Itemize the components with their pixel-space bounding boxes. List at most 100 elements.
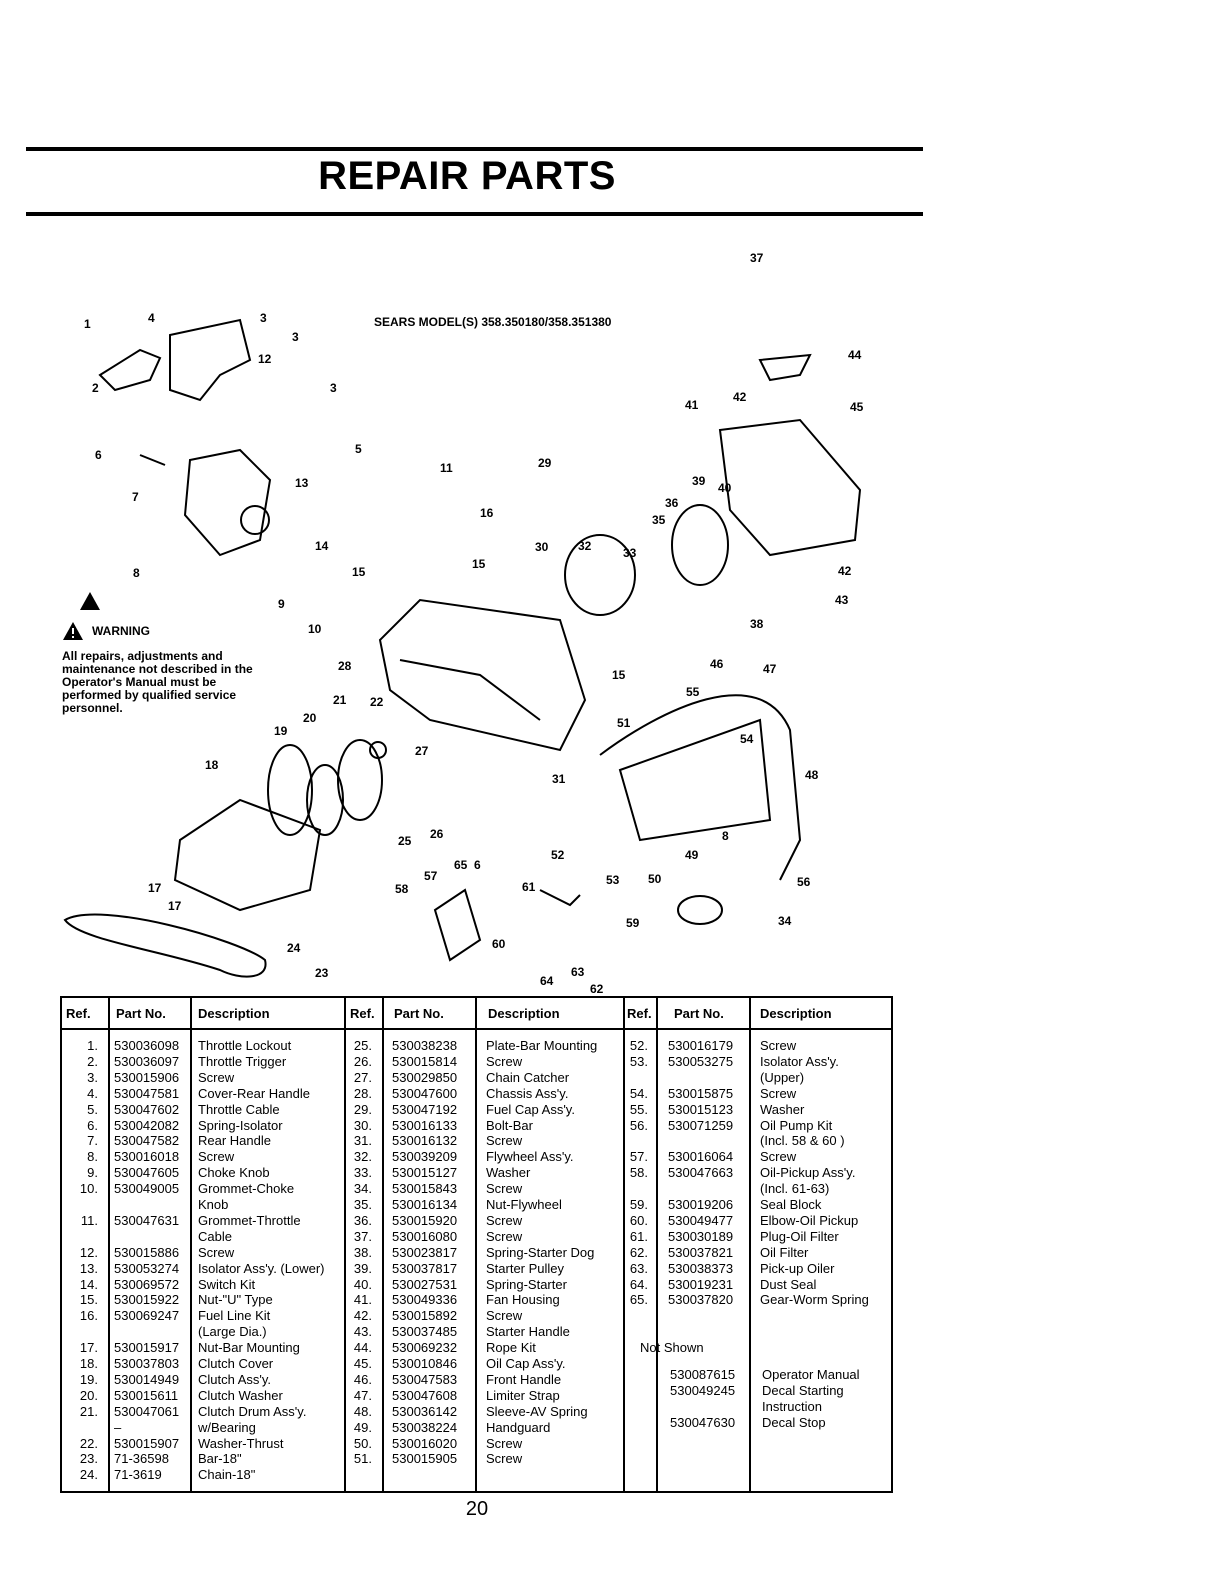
callout-label: 18 <box>205 758 219 772</box>
callout-label: 33 <box>623 546 637 560</box>
callout-label: 8 <box>133 566 140 580</box>
page-title: REPAIR PARTS <box>318 154 616 198</box>
callout-label: 61 <box>522 880 536 894</box>
header-part-no: Part No. <box>394 1006 444 1021</box>
part-number-cell: 530047582 <box>114 1133 180 1149</box>
description-cell: Plug-Oil Filter <box>760 1228 839 1244</box>
description-cell: Cable <box>198 1228 232 1244</box>
callout-label: 48 <box>805 768 819 782</box>
ref-cell: 27. <box>353 1069 372 1085</box>
description-cell: Seal Block <box>760 1197 822 1212</box>
part-number-cell: 530036142 <box>392 1403 458 1419</box>
description-cell: Screw <box>486 1212 523 1228</box>
ref-cell: 50. <box>353 1435 372 1451</box>
warning-heading: WARNING <box>62 621 150 641</box>
description-cell: Decal Stop <box>762 1414 826 1430</box>
ref-cell: 59. <box>629 1197 648 1212</box>
ref-cell: 9. <box>87 1165 98 1181</box>
header-description: Description <box>760 1006 832 1021</box>
description-cell: Isolator Ass'y. (Lower) <box>198 1260 325 1276</box>
callout-label: 6 <box>474 858 481 872</box>
part-number-cell: 530036098 <box>114 1038 180 1053</box>
description-cell: Washer-Thrust <box>198 1435 284 1451</box>
part-number-cell: 530038238 <box>392 1038 458 1053</box>
part-number-cell: 530038224 <box>392 1419 458 1435</box>
ref-cell: 65. <box>629 1292 648 1308</box>
callout-label: 9 <box>278 597 285 611</box>
description-cell: Pick-up Oiler <box>760 1260 835 1276</box>
ref-cell: 47. <box>353 1387 372 1403</box>
ref-cell: 55. <box>629 1101 648 1117</box>
description-cell: Spring-Isolator <box>198 1117 283 1133</box>
callout-label: 14 <box>315 539 329 553</box>
description-cell: Screw <box>486 1451 523 1467</box>
ref-cell: 20. <box>79 1387 98 1403</box>
ref-cell: 34. <box>353 1181 372 1197</box>
callout-label: 52 <box>551 848 565 862</box>
callout-label: 29 <box>538 456 552 470</box>
column-divider <box>475 998 477 1491</box>
page-number: 20 <box>465 1498 489 1520</box>
description-cell: Grommet-Choke <box>198 1181 295 1197</box>
description-cell: Screw <box>486 1228 523 1244</box>
callout-label: 17 <box>148 881 162 895</box>
callout-label: 21 <box>333 693 347 707</box>
description-cell: (Incl. 58 & 60 ) <box>760 1133 845 1149</box>
description-cell: Operator Manual <box>762 1367 860 1383</box>
model-label: SEARS MODEL(S) 358.350180/358.351380 <box>374 315 612 329</box>
part-number-cell: 530015906 <box>114 1069 180 1085</box>
ref-cell: 6. <box>87 1117 98 1133</box>
callout-label: 35 <box>652 513 666 527</box>
ref-cell: 12. <box>79 1244 98 1260</box>
description-cell: Chain Catcher <box>486 1069 570 1085</box>
callout-label: 16 <box>480 506 494 520</box>
ref-cell: 51. <box>353 1451 372 1467</box>
callout-label: 41 <box>685 398 699 412</box>
description-cell: Elbow-Oil Pickup <box>760 1212 859 1228</box>
callout-label: 53 <box>606 873 620 887</box>
description-cell: Bolt-Bar <box>486 1117 533 1133</box>
part-number-cell: 530042082 <box>114 1117 180 1133</box>
ref-cell: 2. <box>87 1053 98 1069</box>
part-number-cell: 530037803 <box>114 1356 180 1371</box>
description-cell: Screw <box>198 1149 235 1165</box>
part-number-cell: 530036097 <box>114 1053 180 1069</box>
part-number-cell: 530015892 <box>392 1308 458 1324</box>
part-number-cell: 530016134 <box>392 1197 458 1212</box>
callout-label: 19 <box>274 724 288 738</box>
description-cell: Screw <box>198 1069 235 1085</box>
callout-label: 34 <box>778 914 792 928</box>
description-cell: Spring-Starter <box>486 1276 567 1292</box>
part-number-cell: 71-3619 <box>114 1467 162 1483</box>
callout-label: 22 <box>370 695 384 709</box>
part-number-cell: 530037485 <box>392 1324 458 1340</box>
ref-cell: 39. <box>353 1260 372 1276</box>
description-cell: Clutch Ass'y. <box>198 1371 272 1387</box>
ref-cell: 25. <box>353 1038 372 1053</box>
ref-cell: 15. <box>79 1292 98 1308</box>
callout-label: 45 <box>850 400 864 414</box>
part-number-cell: 530049245 <box>670 1383 736 1399</box>
ref-cell: 17. <box>79 1340 98 1356</box>
callout-label: 26 <box>430 827 444 841</box>
part-number-cell: 530053274 <box>114 1260 180 1276</box>
column-divider <box>190 998 192 1491</box>
ref-cell: 43. <box>353 1324 372 1340</box>
description-cell: Chain-18" <box>198 1467 256 1483</box>
callout-label: 11 <box>440 461 453 475</box>
callout-label: 28 <box>338 659 352 673</box>
header-part-no: Part No. <box>674 1006 724 1021</box>
ref-cell: 24. <box>79 1467 98 1483</box>
column-divider <box>623 998 625 1491</box>
ref-cell: 37. <box>353 1228 372 1244</box>
description-cell: Gear-Worm Spring <box>760 1292 869 1308</box>
part-number-cell: 530047581 <box>114 1085 180 1101</box>
callout-label: 47 <box>763 662 777 676</box>
part-number-cell: 530015922 <box>114 1292 180 1308</box>
part-number-cell: 530016020 <box>392 1435 458 1451</box>
description-cell: Washer <box>486 1165 531 1181</box>
callout-label: 20 <box>303 711 317 725</box>
callout-label: 65 <box>454 858 468 872</box>
ref-cell: 63. <box>629 1260 648 1276</box>
description-cell: Screw <box>486 1053 523 1069</box>
